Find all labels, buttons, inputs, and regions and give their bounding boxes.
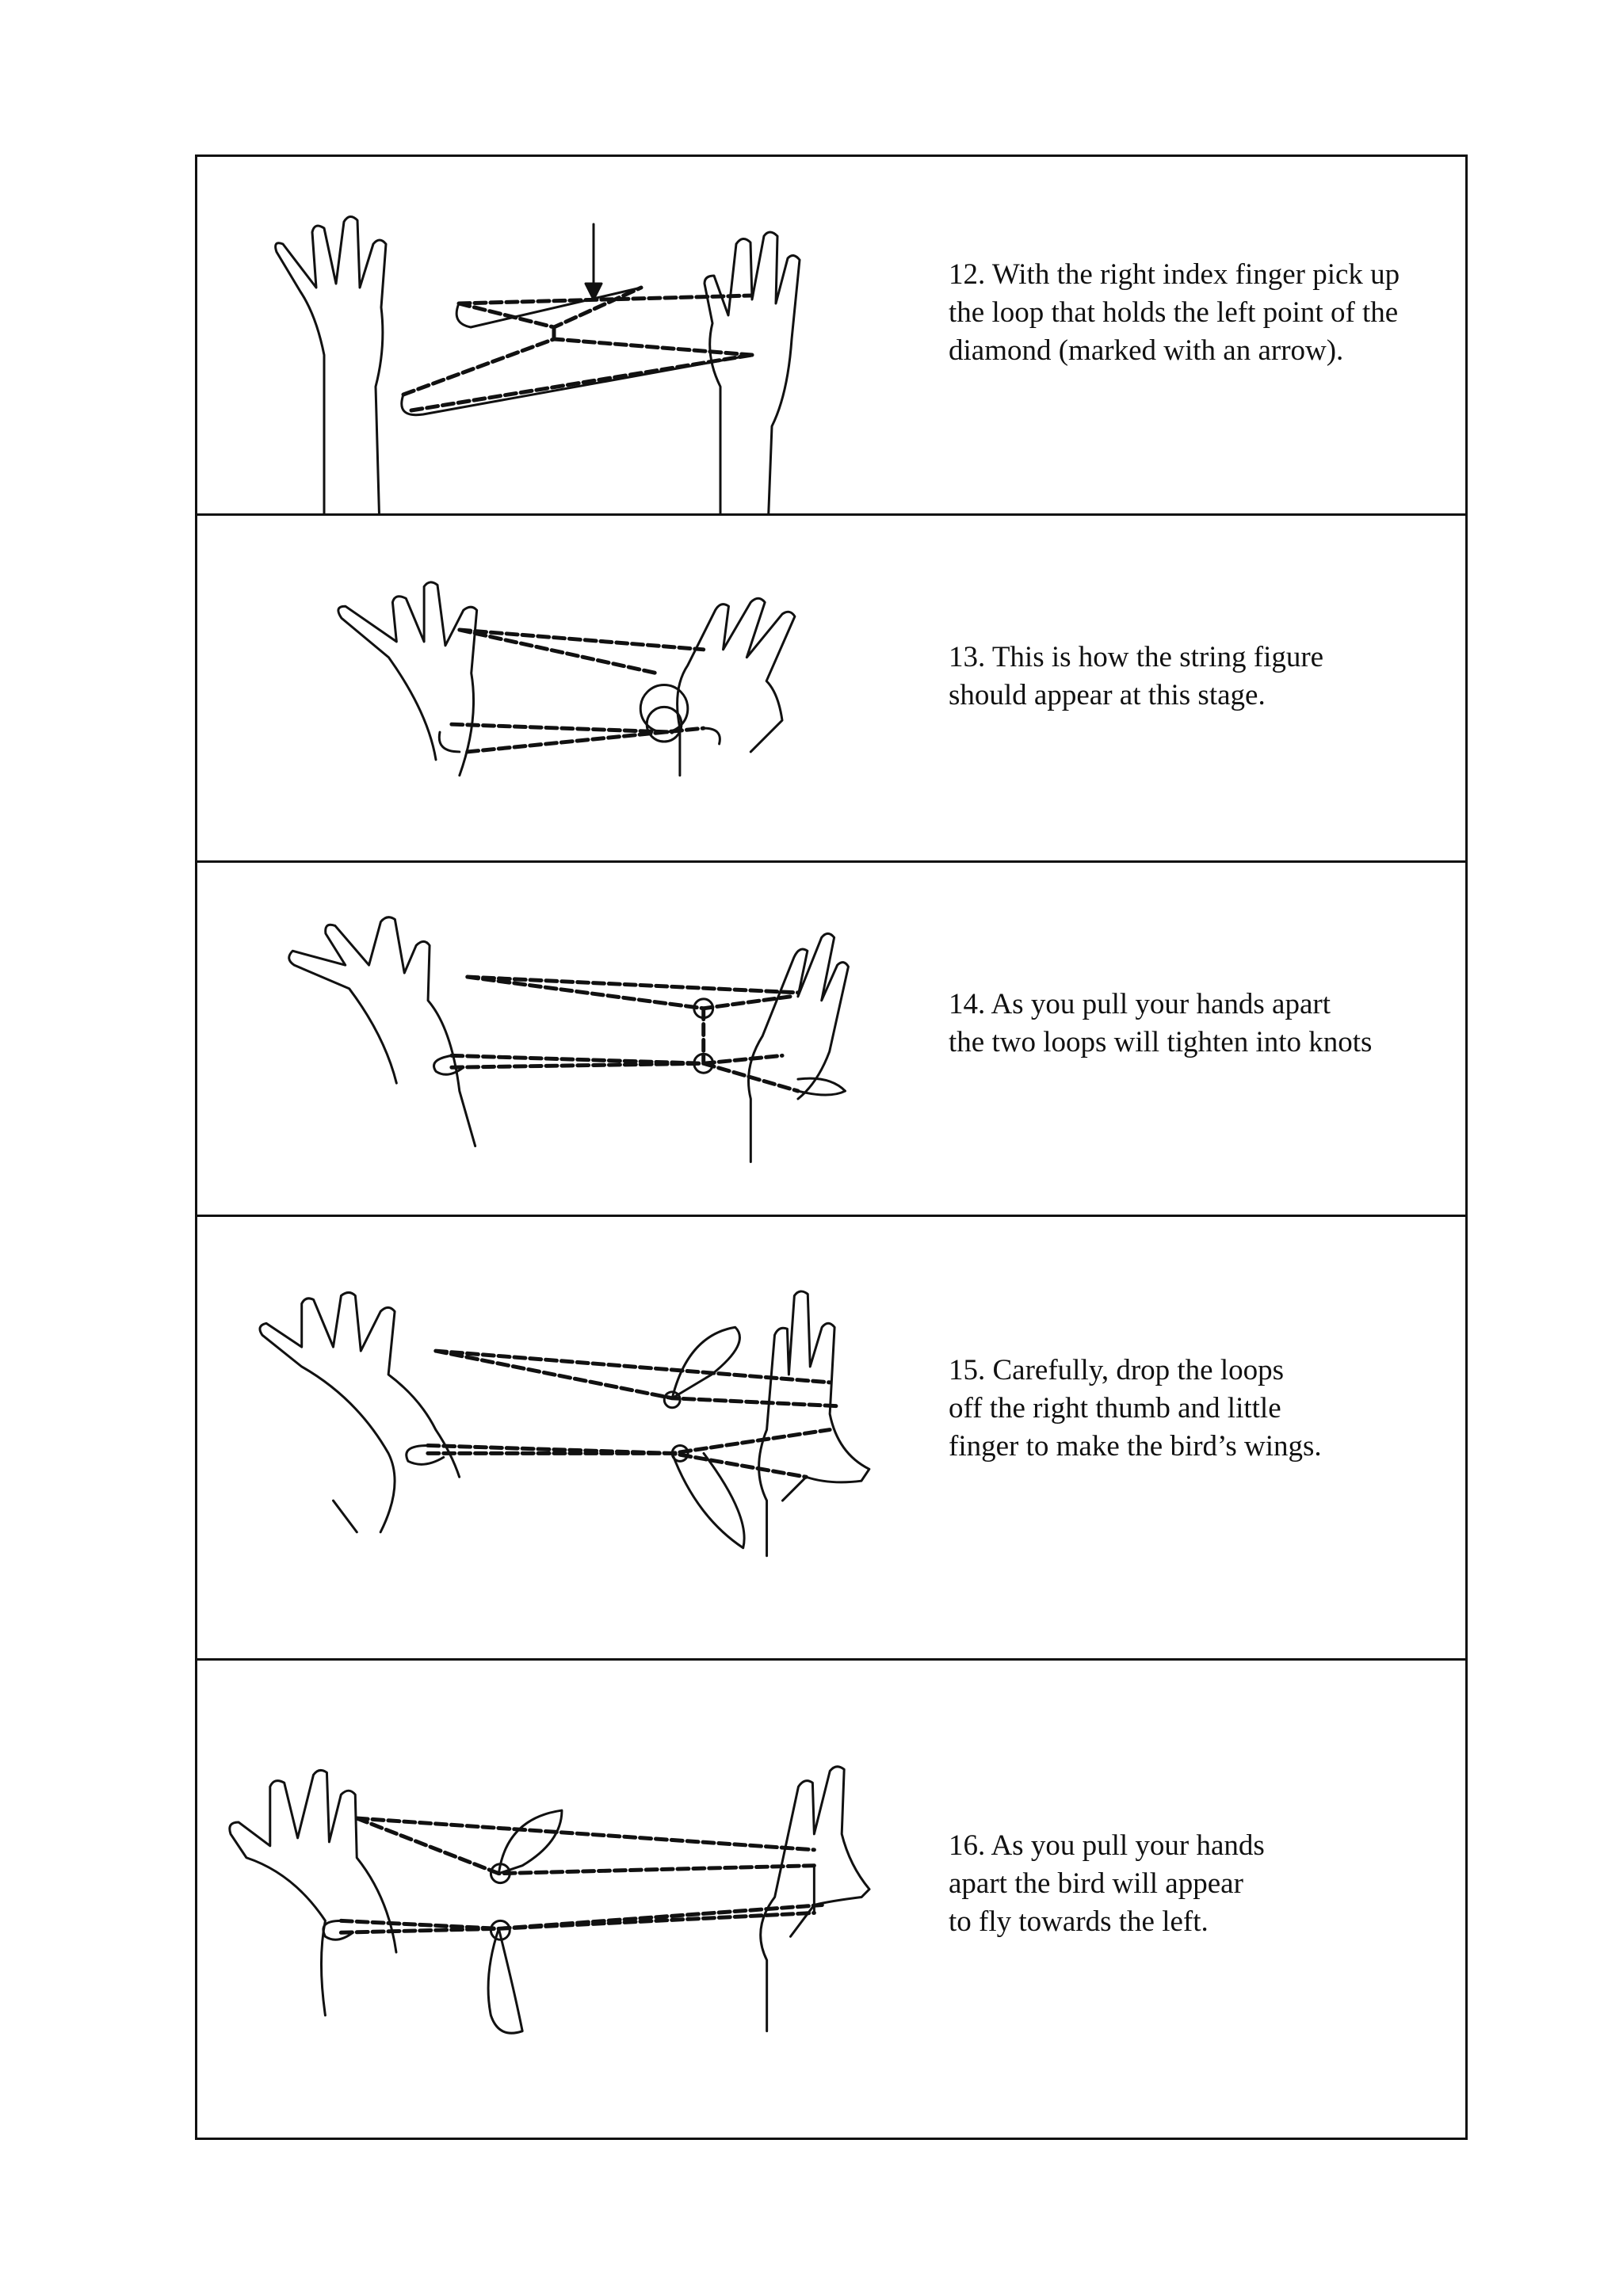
step-15-caption: 15. Carefully, drop the loops off the ri… <box>949 1354 1322 1463</box>
step-14-caption: 14. As you pull your hands apart the two… <box>949 988 1373 1058</box>
instruction-frame: 12. With the right index finger pick up … <box>195 154 1468 2140</box>
step-12-caption: 12. With the right index finger pick up … <box>949 258 1400 367</box>
step-16-illustration <box>197 1661 911 2138</box>
step-16-caption: 16. As you pull your hands apart the bir… <box>949 1829 1265 1938</box>
step-13-caption: 13. This is how the string figure should… <box>949 641 1324 711</box>
step-14-panel: 14. As you pull your hands apart the two… <box>197 860 1465 1215</box>
step-12-panel: 12. With the right index finger pick up … <box>197 157 1465 513</box>
step-15-illustration <box>197 1217 911 1658</box>
step-16-panel: 16. As you pull your hands apart the bir… <box>197 1658 1465 2138</box>
step-14-illustration <box>197 863 911 1215</box>
step-15-panel: 15. Carefully, drop the loops off the ri… <box>197 1215 1465 1658</box>
step-13-panel: 13. This is how the string figure should… <box>197 513 1465 860</box>
step-13-illustration <box>197 516 911 860</box>
step-12-illustration <box>197 157 911 513</box>
